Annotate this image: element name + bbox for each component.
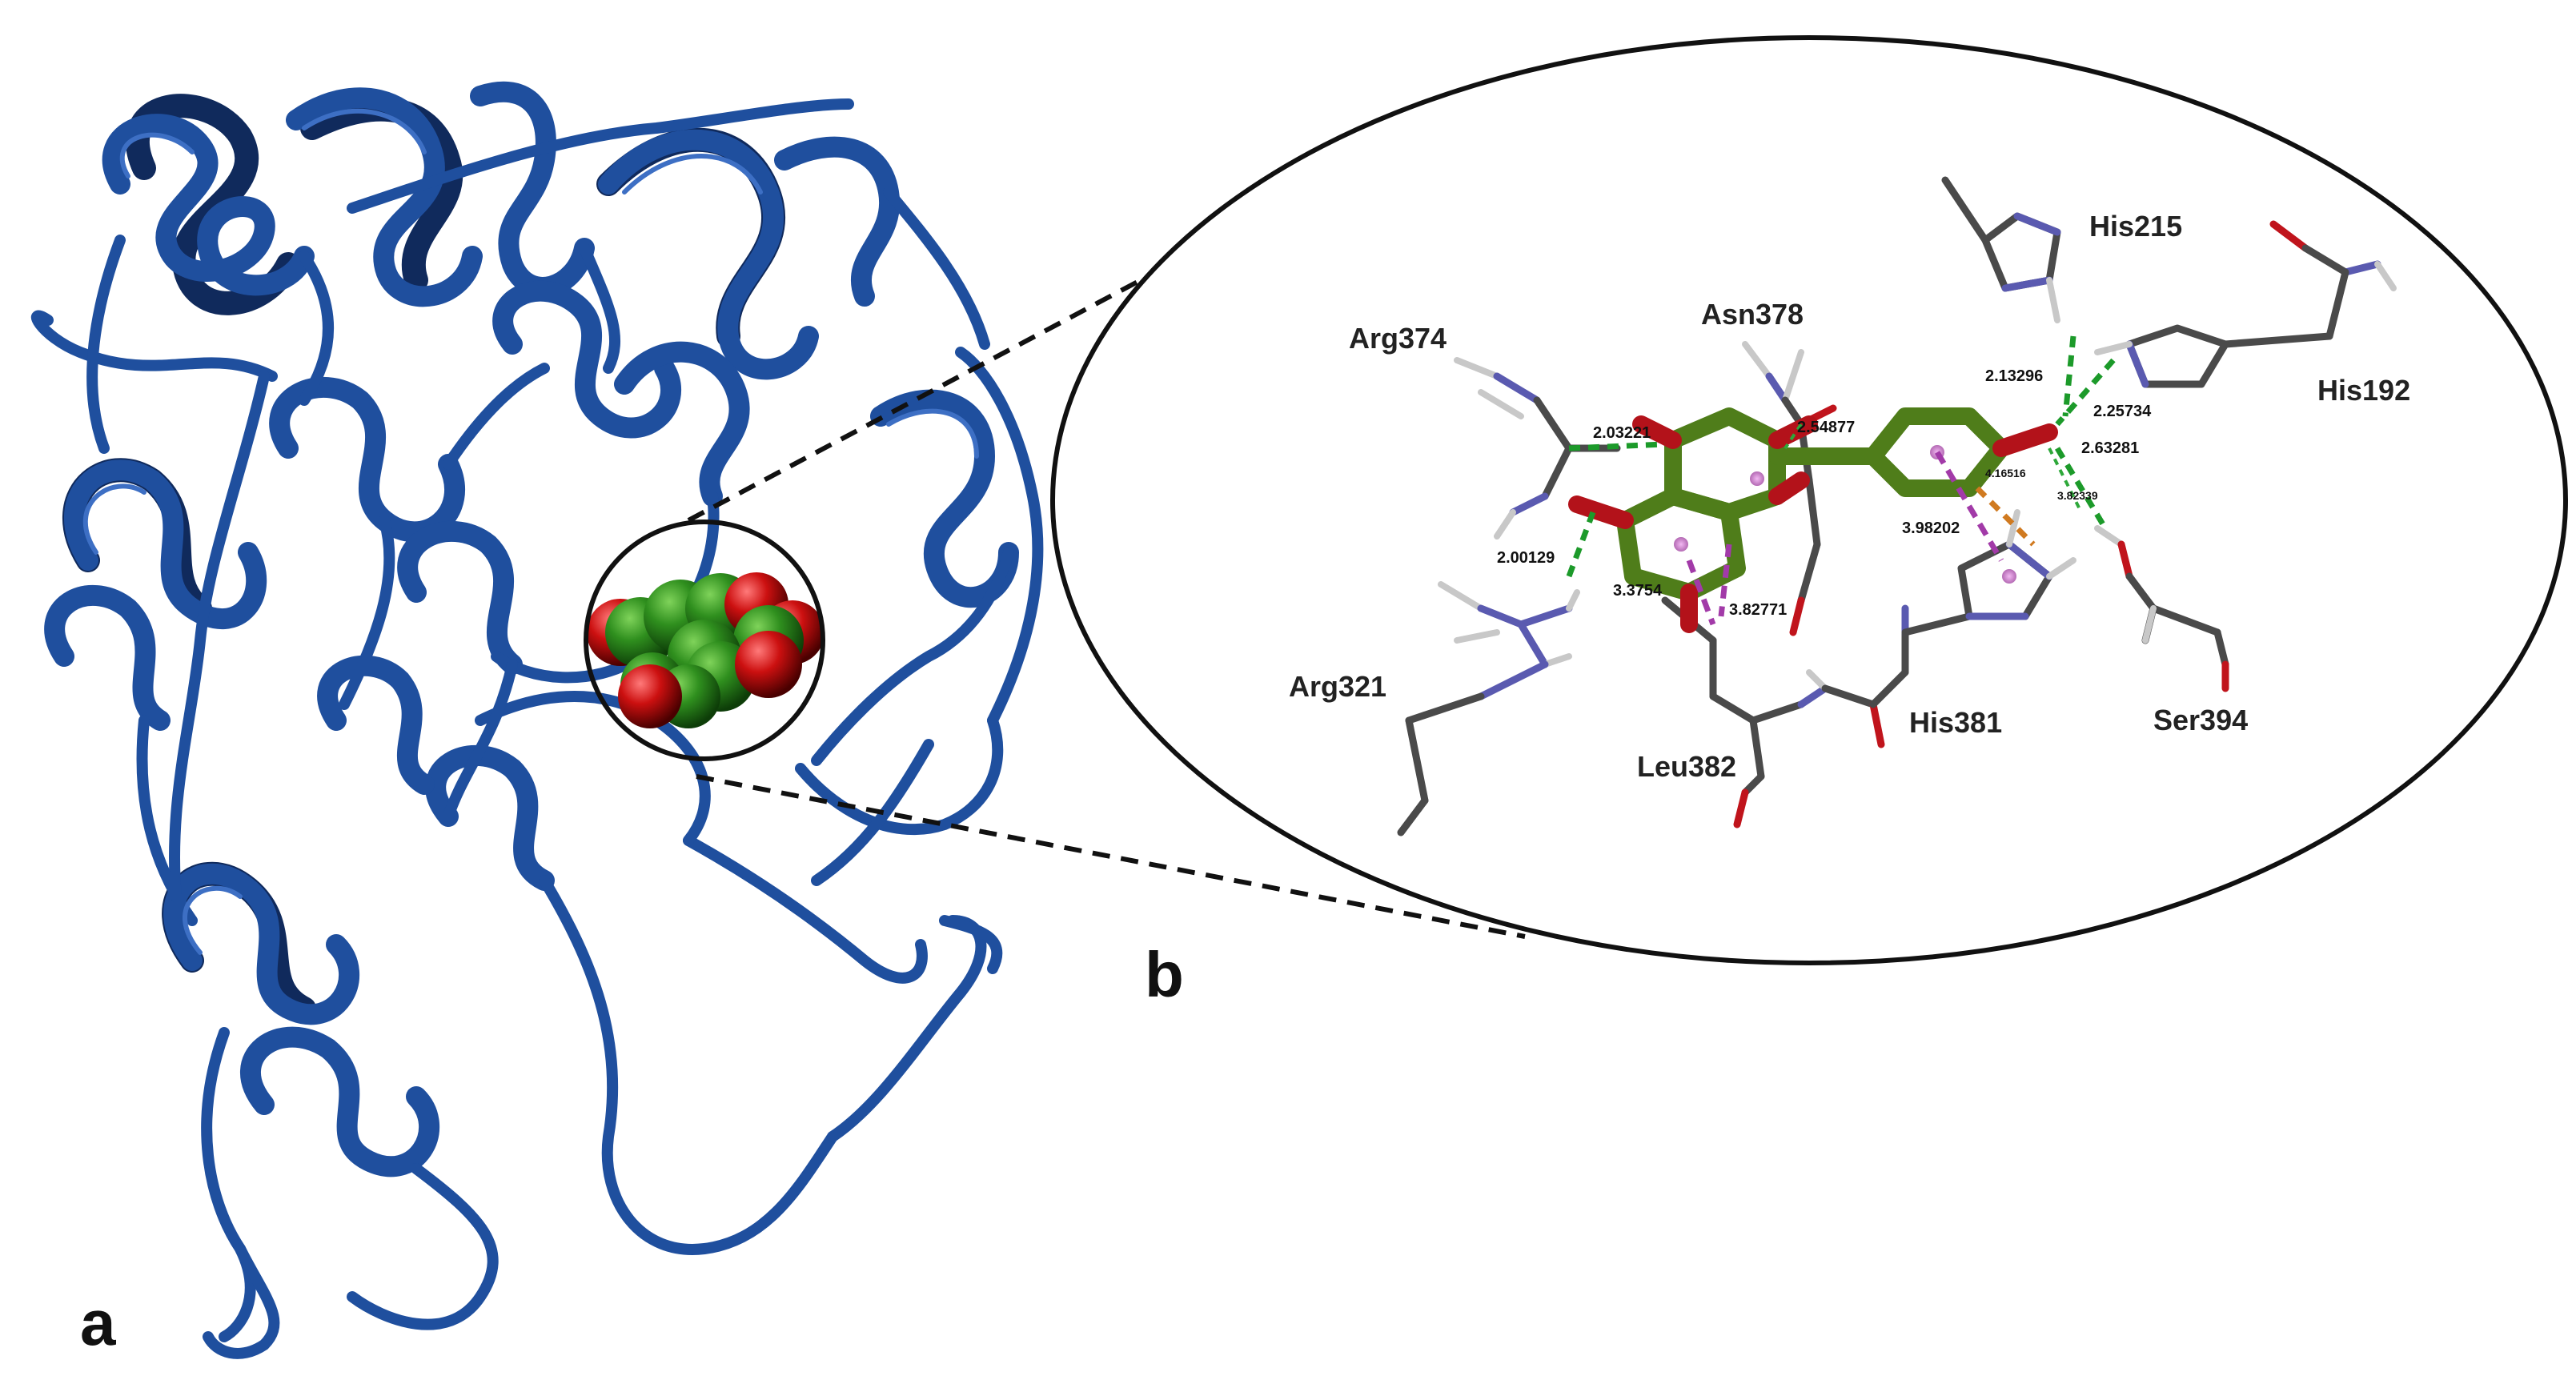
oxygen-atom-sphere: [735, 631, 802, 698]
residue-label-arg321: Arg321: [1289, 670, 1386, 703]
ribbon-helices: [44, 81, 1019, 1177]
ligand-space-filling: [587, 572, 825, 728]
distance-label: 3.82771: [1729, 601, 1787, 619]
ribbon-highlights: [82, 108, 979, 955]
residue-labels: His215 Arg374 Asn378 His192 Arg321 Leu38…: [1289, 210, 2410, 783]
pi-leu382-b: [1718, 544, 1732, 617]
ligand-stick-model: [1568, 407, 2058, 633]
distance-label: 2.03221: [1593, 424, 1651, 442]
distance-label: 4.16516: [1985, 467, 2026, 479]
pi-cation-his381: [1975, 486, 2036, 547]
distance-label: 2.13296: [1985, 367, 2043, 385]
residue-label-ser394: Ser394: [2153, 704, 2248, 736]
hbond-his192: [2055, 358, 2116, 427]
leu382-stick: [1661, 596, 1909, 828]
his215-stick: [1941, 176, 2061, 323]
distance-label: 3.98202: [1902, 520, 1960, 537]
hbond-his215: [2062, 335, 2076, 417]
distance-label: 2.00129: [1497, 549, 1555, 567]
residue-label-his381: His381: [1909, 706, 2002, 739]
ribbon-loops: [31, 98, 1044, 1359]
residue-label-leu382: Leu382: [1637, 750, 1736, 783]
interaction-lines: [1566, 335, 2116, 626]
ligand-hydroxyl-b: [1992, 423, 2058, 457]
hbond-ser394: [2054, 447, 2109, 530]
his192-stick: [2094, 220, 2397, 388]
panel-label-b: b: [1145, 939, 1184, 1010]
ser394-stick: [2094, 525, 2229, 692]
distance-label: 3.3754: [1613, 582, 1663, 600]
pi-his381: [1934, 451, 2004, 562]
residue-label-asn378: Asn378: [1701, 298, 1804, 331]
panel-label-a: a: [80, 1287, 116, 1358]
residue-sticks: [1397, 176, 2397, 836]
binding-site-circle: [584, 520, 825, 761]
protein-ribbon-structure: [31, 81, 1044, 1359]
residue-label-his192: His192: [2317, 374, 2410, 407]
zoom-line-bottom: [696, 774, 1526, 939]
residue-label-his215: His215: [2089, 210, 2182, 243]
pi-leu382: [1686, 559, 1716, 626]
distance-label: 2.25734: [2093, 403, 2152, 420]
arg321-stick: [1397, 581, 1580, 836]
distance-label: 2.54877: [1797, 419, 1855, 436]
distance-labels: 2.03221 2.54877 2.13296 2.25734 2.63281 …: [1497, 367, 2152, 619]
distance-label: 2.63281: [2081, 439, 2139, 457]
residue-label-arg374: Arg374: [1349, 322, 1446, 355]
his381-stick: [1901, 509, 2076, 676]
oxygen-atom-sphere: [618, 664, 682, 728]
distance-label: 3.82339: [2057, 489, 2098, 502]
hbond-asn378: [1784, 423, 1803, 450]
hbond-arg374: [1568, 441, 1666, 451]
pi-centroids: [1674, 445, 2016, 584]
